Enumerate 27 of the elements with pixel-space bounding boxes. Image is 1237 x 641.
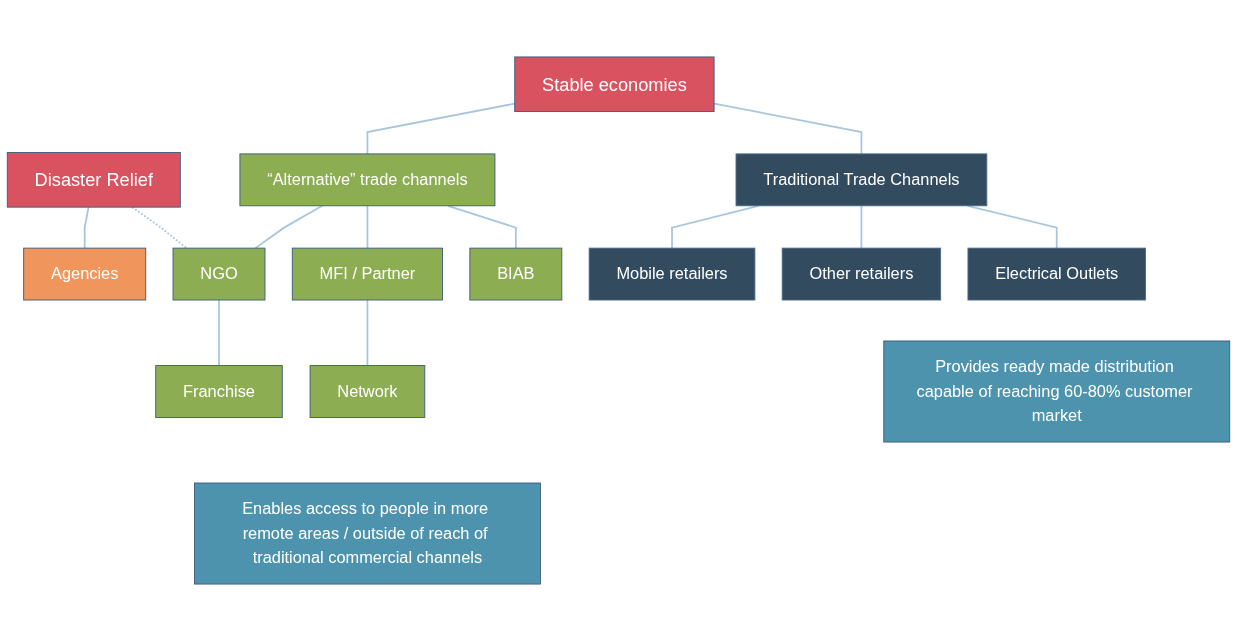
- node-box: Stable economies: [514, 56, 715, 112]
- node-box: MFI / Partner: [291, 247, 443, 301]
- node-box: NGO: [172, 247, 266, 301]
- connector: [218, 299, 220, 367]
- connector: [366, 204, 369, 250]
- node-box: Other retailers: [781, 247, 942, 301]
- node-box: Provides ready made distribution capable of reaching 60-80% customer market: [883, 340, 1231, 443]
- node-box: Agencies: [23, 247, 147, 301]
- node-box: Enables access to people in more remote areas / outside of reach of traditional commercial channels: [194, 482, 541, 585]
- connector: [254, 204, 324, 250]
- connector: [83, 206, 90, 250]
- connector: [966, 204, 1058, 250]
- connector: [366, 299, 369, 367]
- node-box: Franchise: [155, 365, 283, 418]
- node-box: Traditional Trade Channels: [735, 153, 988, 207]
- node-box: BIAB: [469, 247, 563, 301]
- connector: [366, 102, 516, 155]
- node-box: Disaster Relief: [6, 152, 181, 208]
- node-box: “Alternative” trade channels: [239, 153, 496, 207]
- connector: [671, 204, 760, 250]
- connector: [131, 206, 188, 250]
- connector: [447, 204, 517, 250]
- node-box: Mobile retailers: [588, 247, 756, 301]
- connector: [713, 102, 863, 155]
- connector: [860, 204, 863, 250]
- node-box: Network: [309, 365, 426, 418]
- node-box: Electrical Outlets: [967, 247, 1146, 301]
